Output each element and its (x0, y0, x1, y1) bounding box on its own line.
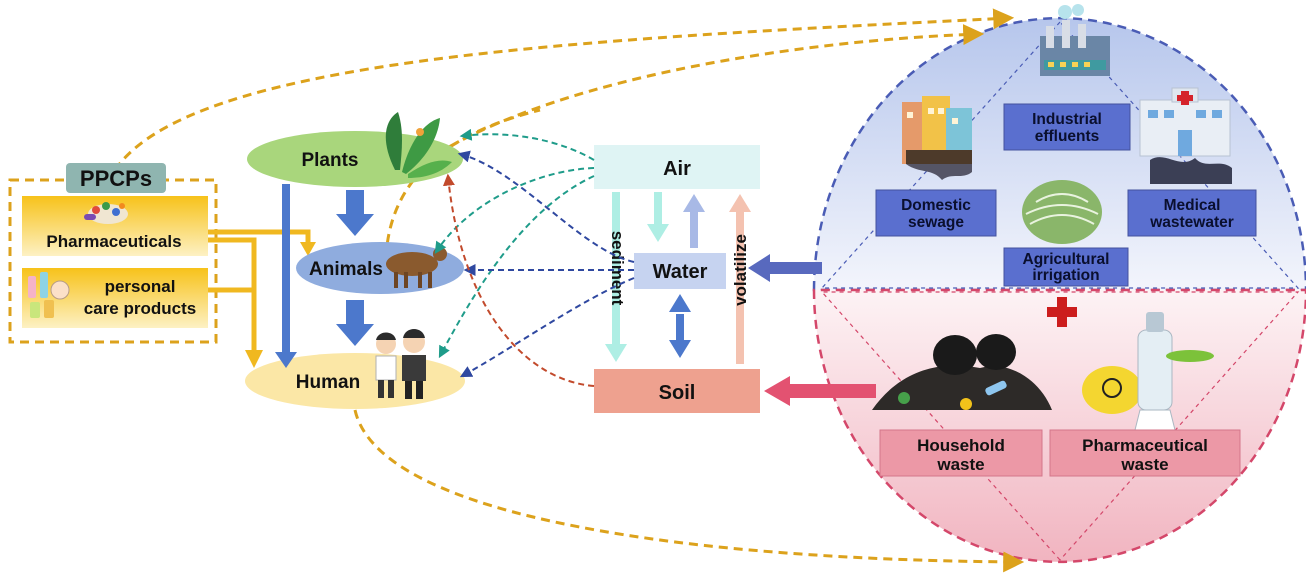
medical-line2: wastewater (1149, 214, 1234, 231)
arrow-water-to-air (683, 194, 705, 248)
pharmaceutical-waste-icon (1082, 312, 1214, 431)
household-waste-icon (872, 334, 1052, 410)
arrow-soil-to-air-volatilize (729, 194, 751, 364)
arrow-plants-to-human (275, 184, 297, 368)
gold-arrow-ppcps-to-sources (113, 8, 1015, 171)
plus-icon (1047, 297, 1077, 327)
arrow-air-to-water (647, 192, 669, 242)
sources-panel (812, 16, 1306, 564)
ppcps-solid-arrows (208, 229, 316, 368)
sediment-label: sediment (608, 231, 627, 306)
plant-icon (385, 112, 452, 178)
volatilize-label: volatilize (731, 234, 750, 306)
pharma-waste-line2: waste (1120, 455, 1168, 474)
soil-transfer-arrow (442, 173, 595, 387)
air-transfer-arrows (434, 128, 595, 359)
plants-node: Plants (247, 112, 463, 187)
domestic-buildings-icon (902, 96, 972, 180)
hospital-icon (1139, 87, 1232, 184)
soil-label: Soil (659, 382, 696, 404)
factory-icon (1040, 4, 1110, 76)
source-label-domestic: Domestic sewage (875, 189, 997, 237)
source-label-agricultural: Agricultural irrigation (1003, 247, 1129, 287)
personal-care-line2: care products (84, 299, 196, 318)
pills-icon (84, 202, 128, 224)
industrial-line1: Industrial (1032, 111, 1102, 128)
arrow-plants-to-animals (336, 190, 374, 236)
arrow-air-to-soil-sediment (605, 192, 627, 362)
animals-node: Animals (296, 242, 464, 294)
personal-care-box (22, 268, 208, 328)
water-label: Water (653, 261, 708, 283)
gold-dashed-arrows (113, 8, 1025, 573)
source-label-medical: Medical wastewater (1127, 189, 1257, 237)
soil-triangle (820, 291, 1300, 561)
pharmaceuticals-label: Pharmaceuticals (46, 232, 181, 251)
industrial-line2: effluents (1035, 128, 1100, 145)
water-node: Water (634, 253, 726, 289)
media-arrows (605, 192, 751, 364)
source-label-pharmaceutical: Pharmaceutical waste (1049, 429, 1241, 477)
soil-sources-half (812, 288, 1306, 564)
human-label: Human (296, 372, 360, 393)
animals-label: Animals (309, 259, 383, 280)
arrow-water-soil-two-way (669, 294, 691, 358)
water-transfer-arrows (457, 150, 635, 378)
personal-care-line1: personal (105, 277, 176, 296)
ppcps-group: PPCPs Pharmaceuticals personal care prod… (8, 163, 218, 344)
soil-node: Soil (594, 369, 760, 413)
household-line2: waste (936, 455, 984, 474)
arrow-sources-to-water (748, 254, 822, 282)
cosmetics-icon (28, 272, 70, 318)
domestic-line2: sewage (908, 214, 964, 231)
ppcps-dashed-frame (8, 178, 218, 344)
medical-line1: Medical (1164, 197, 1221, 214)
source-label-industrial: Industrial effluents (1003, 103, 1131, 151)
plants-label: Plants (301, 150, 358, 171)
human-node: Human (245, 329, 465, 409)
source-label-household: Household waste (879, 429, 1043, 477)
gold-arrow-animals-to-sources (384, 108, 541, 259)
food-chain-arrows (275, 184, 374, 368)
air-node: Air (594, 145, 760, 189)
household-line1: Household (917, 436, 1005, 455)
gold-arrow-human-to-sources (353, 409, 1025, 573)
agricultural-line2: irrigation (1032, 267, 1099, 284)
agricultural-line1: Agricultural (1023, 251, 1110, 268)
domestic-line1: Domestic (901, 197, 971, 214)
gold-arrow-plants-to-sources (399, 24, 985, 182)
air-label: Air (663, 158, 691, 180)
ppcps-title-box (66, 163, 166, 193)
ppcps-title: PPCPs (80, 166, 152, 191)
people-icon (375, 329, 426, 399)
arrow-animals-to-human (336, 300, 374, 346)
pharma-waste-line1: Pharmaceutical (1082, 436, 1208, 455)
source-to-media-arrows (748, 254, 876, 406)
irrigation-icon (1022, 180, 1102, 244)
arrow-sources-to-soil (764, 376, 876, 406)
